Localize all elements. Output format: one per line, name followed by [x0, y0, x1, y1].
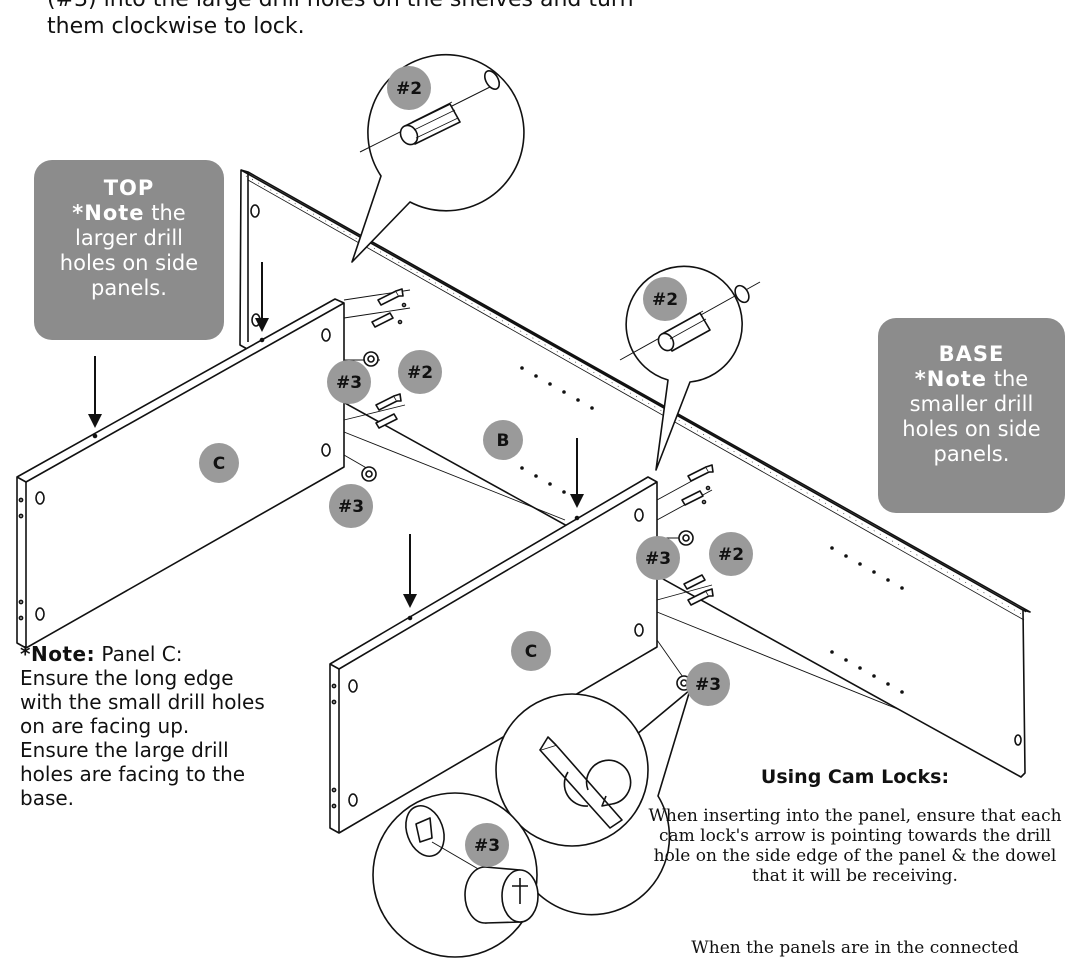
badge-cam-2: #3	[338, 497, 364, 517]
instruction-line-1: (#3) into the large drill holes on the s…	[47, 0, 634, 13]
badge-cam-1: #3	[336, 373, 362, 393]
callout-base-heading: BASE	[938, 342, 1005, 366]
left-shelf-c	[16, 298, 345, 649]
cam-locks-paragraph-2: When the panels are in the connected	[691, 938, 1019, 958]
callout-base-text: the smaller drill holes on side panels.	[902, 367, 1041, 466]
badge-cam-5: #3	[474, 836, 500, 856]
badge-cam-4: #3	[695, 675, 721, 695]
panel-note-line-3: Ensure the large drill holes are facing …	[20, 738, 246, 810]
callout-top-heading: TOP	[103, 176, 155, 200]
left-joint-hardware	[361, 288, 407, 482]
right-shelf-c	[329, 476, 658, 834]
part-badges	[199, 66, 753, 867]
callout-top-text: the larger drill holes on side panels.	[59, 201, 199, 300]
right-joint-hardware	[676, 464, 714, 691]
badge-panel-b: B	[497, 431, 510, 451]
panel-c-note: *Note: Panel C: Ensure the long edge wit…	[20, 642, 270, 810]
cam-locks-title: Using Cam Locks:	[760, 766, 950, 788]
badge-dowel-2: #2	[652, 290, 678, 310]
callout-top-note-word: *Note	[72, 201, 145, 225]
cam-locks-paragraph-1: When inserting into the panel, ensure th…	[648, 806, 1062, 886]
panel-note-line-2: Ensure the long edge with the small dril…	[20, 666, 265, 738]
instruction-line-2: them clockwise to lock.	[47, 14, 305, 39]
badge-cam-3: #3	[645, 549, 671, 569]
callout-top: TOP *Note the larger drill holes on side…	[34, 160, 224, 340]
callout-base: BASE *Note the smaller drill holes on si…	[878, 318, 1065, 513]
magnifier-dowel-left	[351, 53, 525, 263]
panel-note-word: *Note:	[20, 642, 96, 666]
badge-dowel-3: #2	[407, 363, 433, 383]
badge-panel-c-left: C	[213, 454, 225, 474]
badge-dowel-1: #2	[396, 79, 422, 99]
badge-panel-c-right: C	[525, 642, 537, 662]
badge-dowel-4: #2	[718, 545, 744, 565]
callout-base-note-word: *Note	[914, 367, 988, 391]
panel-note-line-1: Panel C:	[101, 642, 183, 666]
